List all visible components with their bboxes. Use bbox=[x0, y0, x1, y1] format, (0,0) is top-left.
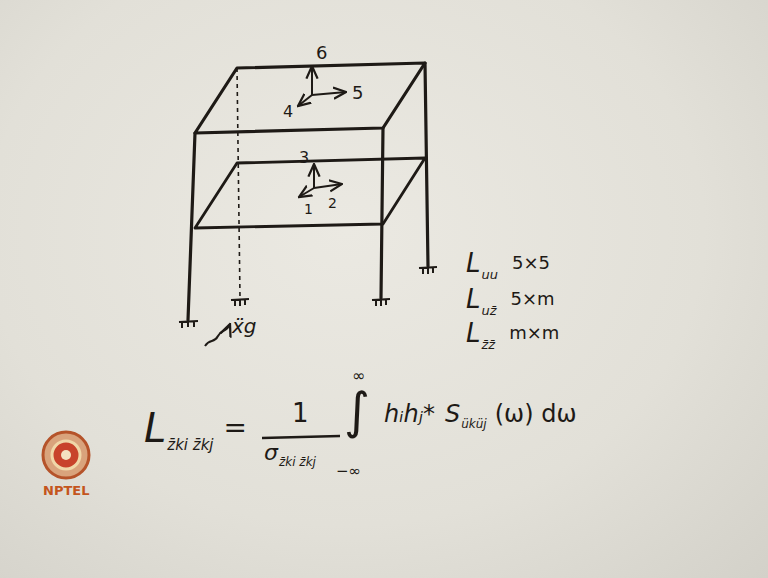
numerator: 1 bbox=[292, 400, 309, 426]
ground-acceleration: ẍg bbox=[232, 316, 257, 336]
dof-number: 1 bbox=[304, 202, 313, 216]
matrix-symbol: L bbox=[466, 286, 481, 312]
fraction-bar bbox=[262, 436, 340, 438]
equation-term: S bbox=[445, 402, 460, 426]
middle-slab bbox=[195, 158, 425, 228]
ground-excitation-arrow bbox=[205, 324, 230, 346]
matrix-symbol: L bbox=[466, 250, 481, 276]
integral-limit: −∞ bbox=[336, 464, 361, 479]
matrix-subscript: z̄z̄ bbox=[482, 338, 496, 351]
dof-number: 5 bbox=[352, 84, 363, 102]
matrix-size: 5×5 bbox=[512, 254, 550, 272]
dof-number: 6 bbox=[316, 44, 327, 62]
equation-symbol: L bbox=[144, 408, 166, 448]
sigma-symbol: σ bbox=[264, 442, 278, 464]
matrix-subscript: uu bbox=[482, 268, 498, 281]
dof-number: 2 bbox=[328, 196, 337, 210]
column bbox=[188, 133, 195, 320]
matrix-symbol: L bbox=[466, 320, 481, 346]
logo-text: NPTEL bbox=[43, 484, 89, 497]
equation-subscript: z̄ki z̄kj bbox=[167, 438, 213, 453]
equation-subscript: z̄ki z̄kj bbox=[279, 456, 316, 468]
column bbox=[381, 128, 383, 298]
equation-subscript: üküj bbox=[461, 418, 487, 430]
equation-term: hᵢhⱼ* bbox=[384, 402, 435, 426]
dof-number: 4 bbox=[283, 104, 293, 120]
nptel-logo bbox=[43, 432, 89, 478]
equals-sign: = bbox=[224, 414, 247, 442]
matrix-size: 5×m bbox=[511, 290, 555, 308]
fixed-supports bbox=[179, 267, 437, 328]
integral-limit: ∞ bbox=[352, 368, 365, 384]
equation-term: (ω) dω bbox=[495, 402, 577, 426]
integral-sign: ∫ bbox=[344, 386, 370, 436]
matrix-subscript: uz̄ bbox=[482, 304, 497, 317]
dof-number: 3 bbox=[299, 150, 309, 166]
matrix-size: m×m bbox=[509, 324, 559, 342]
column bbox=[425, 63, 428, 266]
hidden-column bbox=[237, 68, 240, 298]
dof-arrows bbox=[298, 66, 346, 197]
top-slab bbox=[195, 63, 425, 133]
